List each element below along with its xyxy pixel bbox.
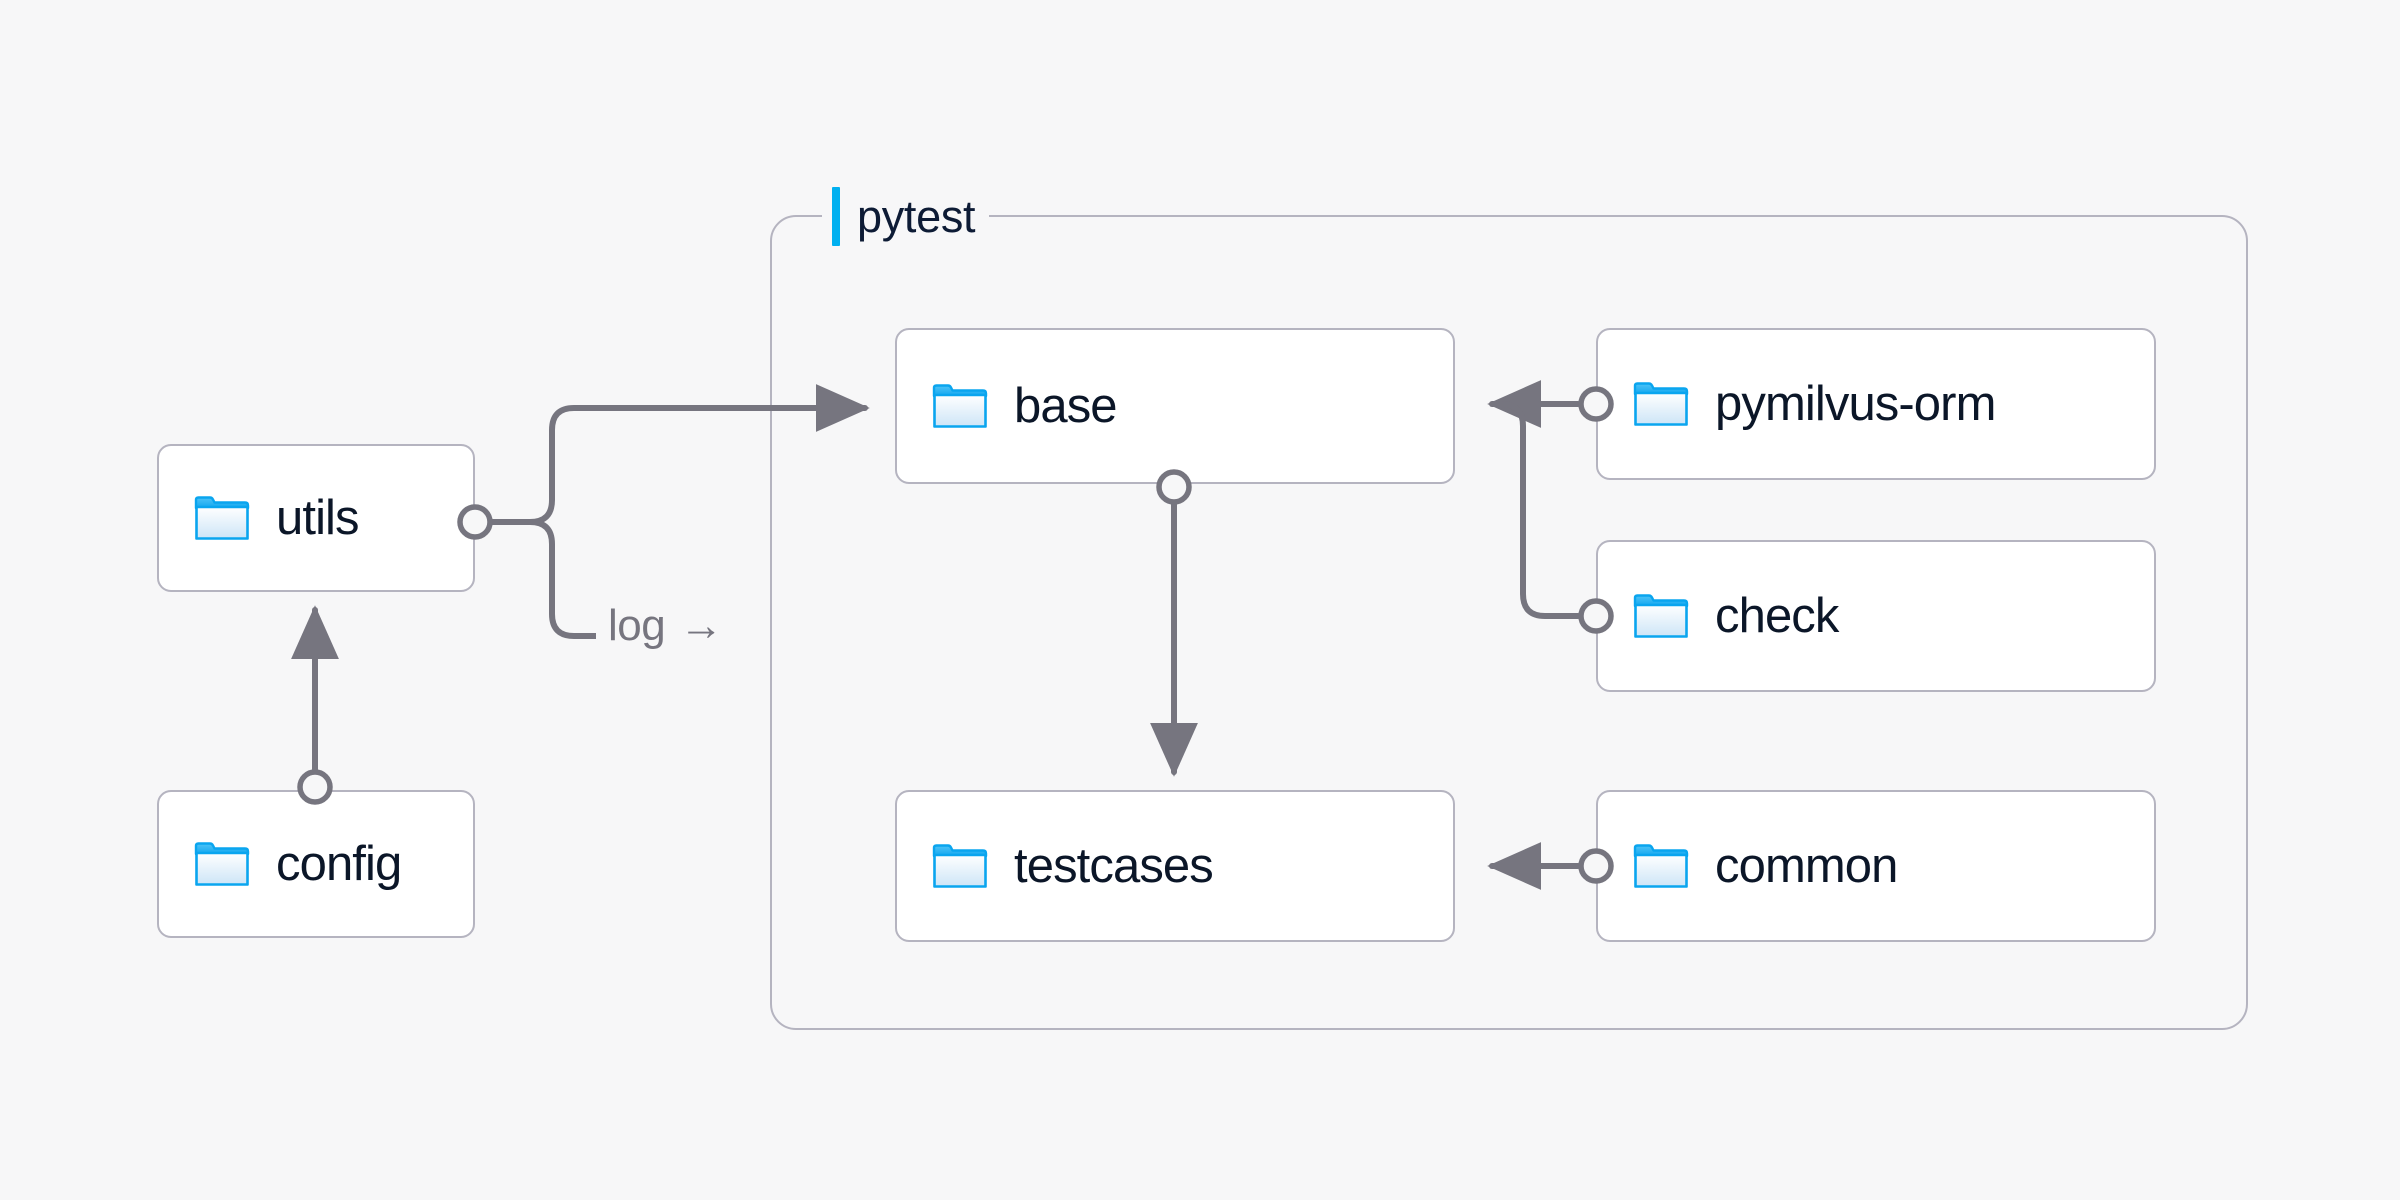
node-testcases[interactable]: testcases	[895, 790, 1455, 942]
folder-icon	[932, 383, 988, 428]
edge-utils-branch	[486, 384, 870, 639]
node-label: testcases	[1014, 838, 1214, 893]
arrow-right-icon: →	[679, 601, 723, 650]
edge-right-column-to-base	[1487, 380, 1581, 619]
port-pymilvus-orm-left[interactable]	[1578, 386, 1614, 422]
port-check-left[interactable]	[1578, 598, 1614, 634]
node-pymilvus-orm[interactable]: pymilvus-orm	[1596, 328, 2156, 480]
edge-label-text: log	[608, 601, 666, 650]
folder-icon	[1633, 843, 1689, 888]
node-label: common	[1715, 838, 1898, 893]
folder-icon	[1633, 381, 1689, 426]
node-check[interactable]: check	[1596, 540, 2156, 692]
group-pytest-label-wrap: pytest	[822, 185, 990, 247]
port-config-top[interactable]	[297, 769, 333, 805]
port-utils-right[interactable]	[457, 504, 493, 540]
port-base-bottom[interactable]	[1156, 469, 1192, 505]
node-label: check	[1715, 588, 1839, 643]
node-label: utils	[276, 490, 360, 545]
folder-icon	[194, 495, 250, 540]
node-label: pymilvus-orm	[1715, 376, 1996, 431]
folder-icon	[932, 843, 988, 888]
node-config[interactable]: config	[157, 790, 475, 938]
node-common[interactable]: common	[1596, 790, 2156, 942]
node-label: base	[1014, 378, 1118, 433]
group-accent-bar	[832, 186, 840, 246]
group-pytest-label: pytest	[857, 190, 976, 242]
group-pytest[interactable]	[770, 215, 2248, 1030]
folder-icon	[1633, 593, 1689, 638]
node-utils[interactable]: utils	[157, 444, 475, 592]
port-common-left[interactable]	[1578, 848, 1614, 884]
node-label: config	[276, 836, 402, 891]
folder-icon	[194, 841, 250, 886]
edge-label-log: log →	[596, 602, 735, 650]
